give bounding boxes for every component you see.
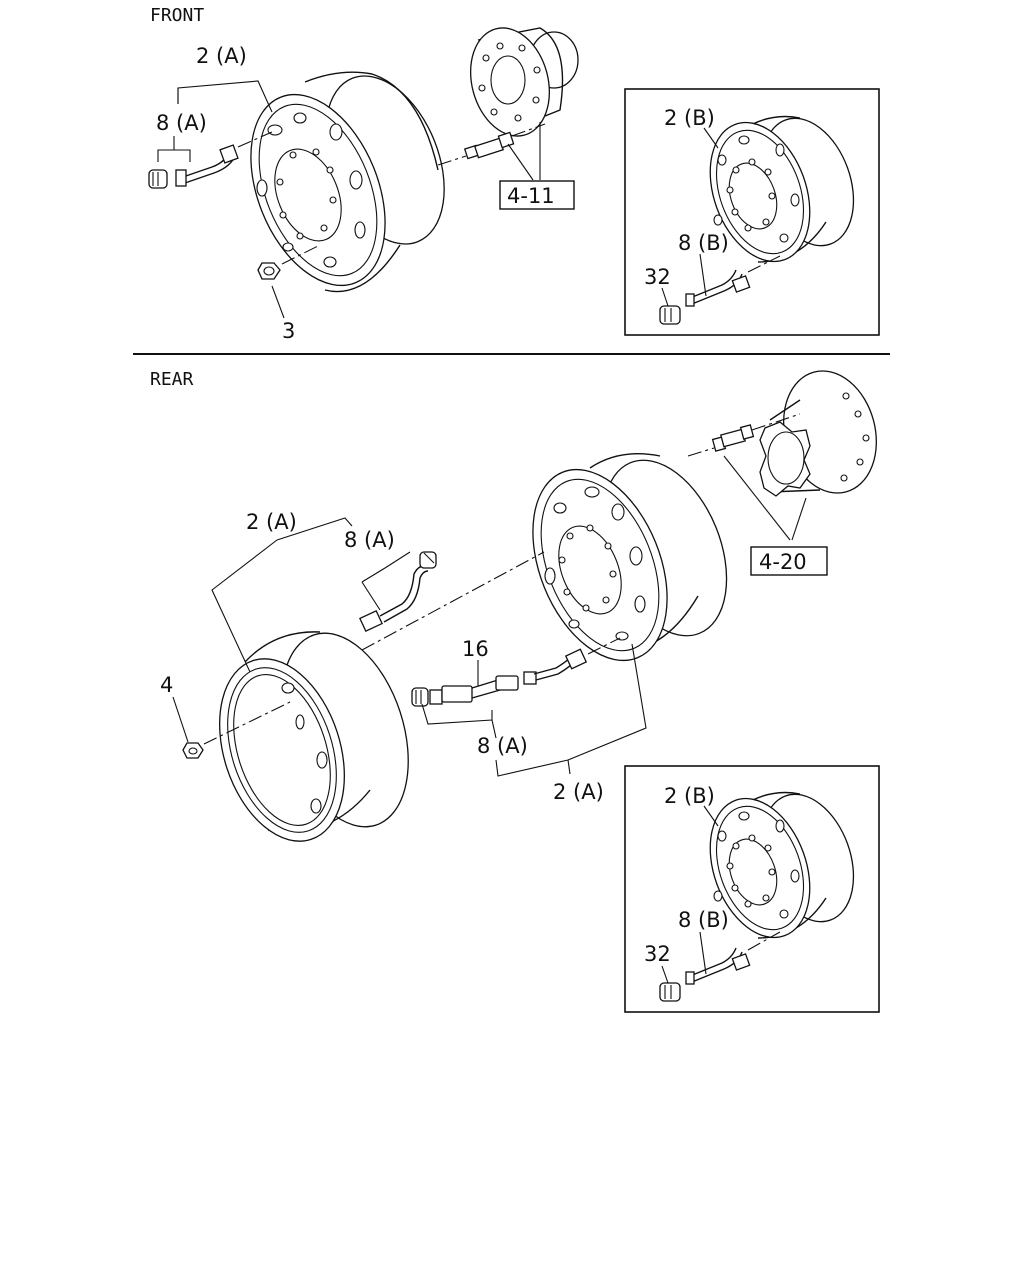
- rear-disc-a-lower-label: 2 (A): [553, 780, 604, 804]
- front-wheel-nut: [257, 245, 319, 280]
- front-inset-cap: [659, 305, 681, 325]
- rear-hub-bolt: [687, 413, 801, 457]
- front-inset-valve-b-label: 8 (B): [678, 231, 729, 255]
- front-disc-a-label: 2 (A): [196, 44, 247, 68]
- rear-inset-valve-b: [685, 931, 781, 985]
- front-inset-box: [624, 88, 880, 336]
- rear-extension-label: 16: [462, 637, 489, 661]
- rear-inset-cap-label: 32: [644, 942, 671, 966]
- front-inset-wheel: [709, 115, 855, 263]
- rear-inset-wheel: [709, 791, 855, 939]
- rear-section-title: REAR: [150, 369, 194, 390]
- rear-inset-cap: [659, 982, 681, 1002]
- rear-valve-extension: [411, 675, 519, 707]
- front-disc-wheel: [250, 71, 445, 293]
- front-inset-disc-b-label: 2 (B): [664, 106, 715, 130]
- front-nut-label: 3: [282, 319, 295, 343]
- front-ref-label: 4-11: [507, 184, 555, 208]
- rear-disc-a-outer-label: 2 (A): [246, 510, 297, 534]
- front-valve-a-label: 8 (A): [156, 111, 207, 135]
- rear-leader-lines: [172, 455, 807, 777]
- front-valve-cap: [148, 169, 168, 189]
- front-inset-valve-b: [685, 255, 781, 307]
- rear-lower-valve-a: [523, 637, 621, 685]
- rear-ref-label: 4-20: [759, 550, 807, 574]
- rear-nut-label: 4: [160, 673, 173, 697]
- rear-hub: [759, 370, 877, 497]
- rear-ref-box: [750, 546, 828, 576]
- rear-inset-disc-b-label: 2 (B): [664, 784, 715, 808]
- rear-inset-leaders: [661, 805, 719, 984]
- front-hub: [469, 27, 579, 137]
- front-leader-lines: [157, 80, 541, 319]
- rear-valve-a-upper-label: 8 (A): [344, 528, 395, 552]
- rear-outer-disc-wheel: [219, 631, 409, 842]
- front-valve-a: [175, 131, 273, 187]
- front-hub-bolt: [437, 123, 546, 166]
- rear-valve-a-lower-label: 8 (A): [477, 734, 528, 758]
- rear-upper-valve-a: [359, 551, 545, 651]
- rear-inset-valve-b-label: 8 (B): [678, 908, 729, 932]
- front-ref-box: [499, 180, 575, 210]
- rear-wheel-nut: [182, 701, 291, 759]
- rear-inset-box: [624, 765, 880, 1013]
- front-section-title: FRONT: [150, 5, 204, 26]
- front-inset-cap-label: 32: [644, 265, 671, 289]
- rear-inner-disc-wheel: [532, 453, 728, 662]
- front-inset-leaders: [661, 127, 719, 307]
